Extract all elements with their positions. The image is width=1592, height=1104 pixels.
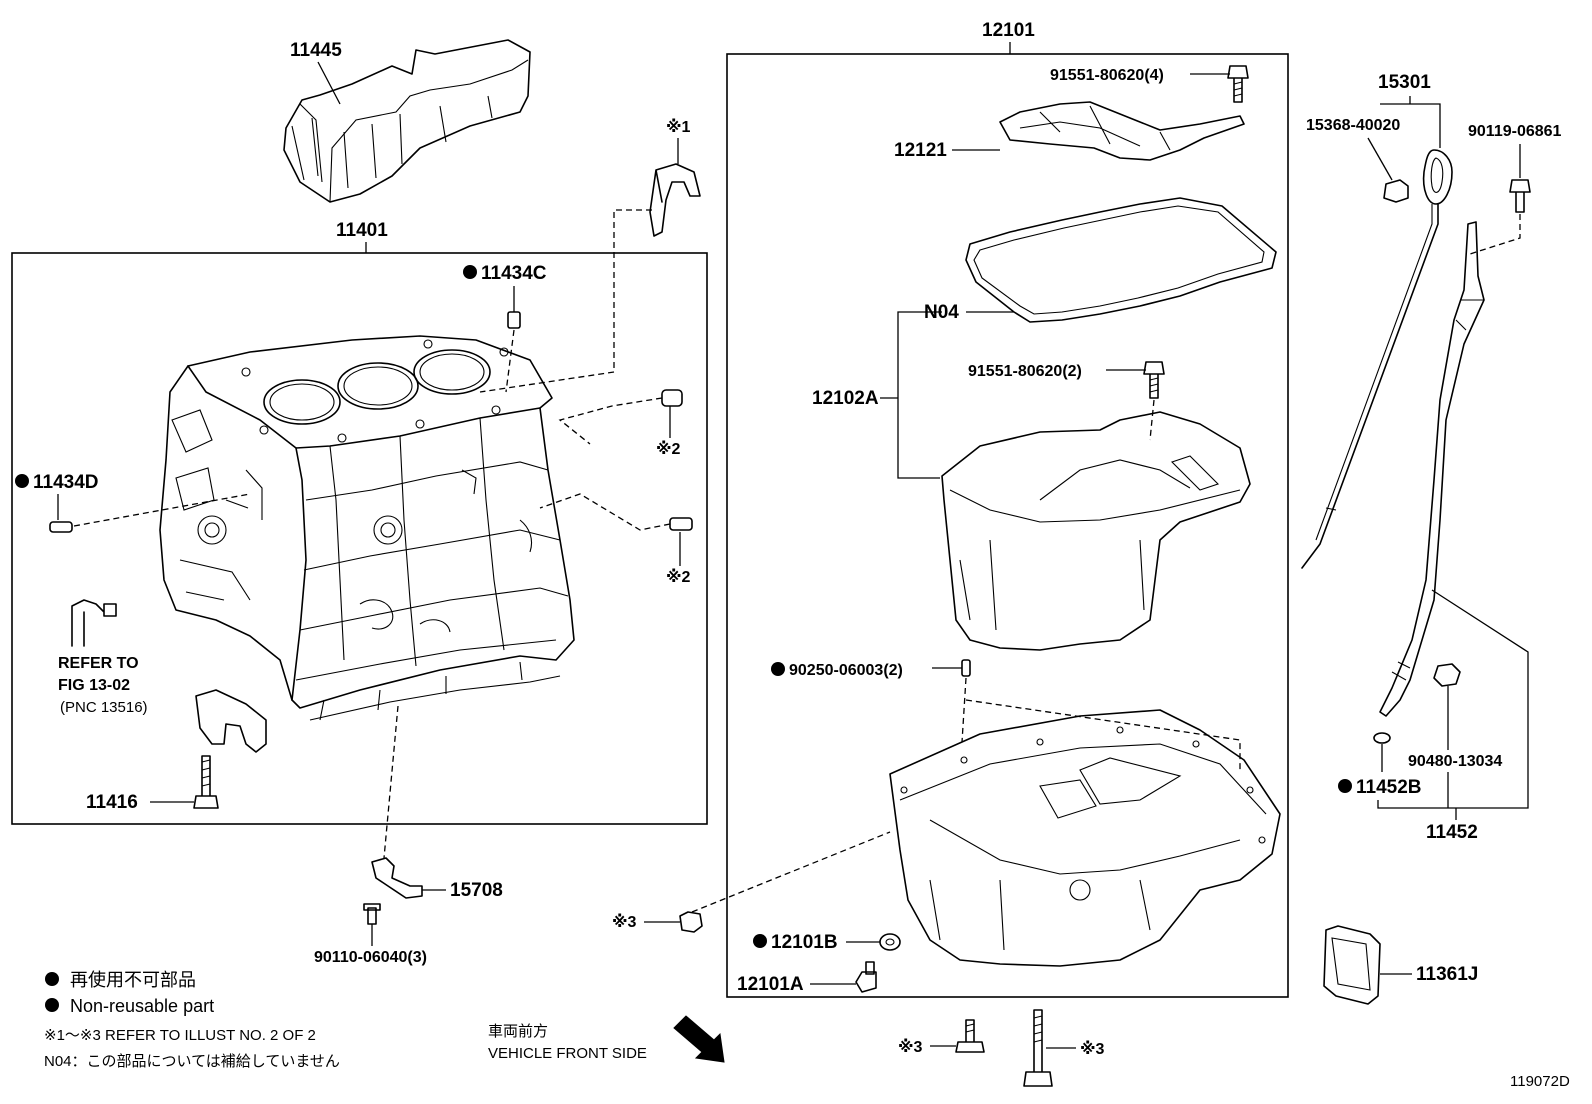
callout-12121: 12121 — [894, 140, 947, 161]
callout-11452B: 11452B — [1356, 777, 1422, 798]
part-90480-grommet[interactable] — [1433, 663, 1461, 687]
part-15368-cap[interactable] — [1383, 179, 1409, 203]
group-box-11401 — [11, 252, 708, 825]
legend-n04-note: N04：この部品については補給していません — [44, 1053, 340, 1070]
dash-ref2-upper — [558, 397, 663, 445]
nonreusable-dot-90250 — [771, 662, 785, 676]
part-dowel-ref2-lower[interactable] — [669, 517, 693, 531]
callout-15368: 15368-40020 — [1306, 117, 1400, 134]
callout-12101: 12101 — [982, 20, 1035, 41]
part-11434D-pin[interactable] — [49, 521, 73, 533]
callout-15708: 15708 — [450, 880, 503, 901]
ref-mark-3-bolt-long: ※3 — [1080, 1040, 1105, 1058]
part-bearing-cap-lower[interactable] — [195, 689, 267, 753]
part-11401-cylinder-block[interactable] — [159, 335, 575, 721]
group-box-12101 — [726, 53, 1289, 998]
callout-12101B: 12101B — [771, 932, 838, 953]
legend-jp-nonreusable: 再使用不可部品 — [70, 970, 196, 990]
front-side-en: VEHICLE FRONT SIDE — [488, 1045, 647, 1062]
leader-12102A — [880, 311, 942, 479]
part-91551-bolt-2[interactable] — [1143, 361, 1165, 399]
callout-11361J: 11361J — [1416, 964, 1478, 985]
part-bearing-cap-upper[interactable] — [649, 163, 701, 237]
leader-15301 — [1380, 96, 1441, 148]
refer-line3: (PNC 13516) — [60, 699, 148, 716]
callout-11434D: 11434D — [33, 472, 99, 493]
ref-mark-1: ※1 — [666, 118, 691, 136]
callout-11445: 11445 — [290, 40, 342, 61]
leader-11445 — [317, 61, 341, 105]
leader-15368 — [1367, 137, 1393, 181]
ref-mark-3-bolt-short: ※3 — [898, 1038, 923, 1056]
callout-90250: 90250-06003(2) — [789, 662, 903, 679]
part-15301-dipstick[interactable] — [1301, 149, 1453, 569]
part-90250-pin[interactable] — [961, 659, 971, 677]
part-ref3-nut[interactable] — [679, 911, 703, 933]
ref-mark-3-nut: ※3 — [612, 913, 637, 931]
part-ref3-bolt-short[interactable] — [955, 1019, 985, 1053]
front-side-jp: 車両前方 — [488, 1023, 548, 1040]
part-lower-oil-pan[interactable] — [889, 709, 1281, 967]
dash-90119 — [1469, 214, 1521, 255]
part-N04-gasket[interactable] — [965, 197, 1277, 323]
part-11445-cover[interactable] — [283, 39, 531, 203]
legend-refer-illust: ※1～※3 REFER TO ILLUST NO. 2 OF 2 — [44, 1027, 316, 1044]
callout-11416: 11416 — [86, 792, 138, 813]
dash-90250 — [961, 677, 1241, 770]
nonreusable-dot-11434D — [15, 474, 29, 488]
callout-12102A: 12102A — [812, 388, 879, 409]
part-15708-bracket[interactable] — [371, 857, 423, 899]
part-12121-baffle-plate[interactable] — [999, 101, 1245, 161]
part-dipstick-guide-tube[interactable] — [1379, 221, 1485, 717]
dash-91551-2 — [1149, 399, 1155, 441]
callout-11401: 11401 — [336, 220, 388, 241]
diagram-id: 119072D — [1510, 1073, 1570, 1090]
ref-mark-2-lower: ※2 — [666, 568, 691, 586]
callout-91551-2: 91551-80620(2) — [968, 363, 1082, 380]
nonreusable-dot-12101B — [753, 934, 767, 948]
legend-dot-en — [45, 998, 59, 1012]
callout-90110: 90110-06040(3) — [314, 949, 427, 966]
callout-11434C: 11434C — [481, 263, 547, 284]
part-11361J-plug[interactable] — [1323, 925, 1381, 1005]
part-91551-bolt-4[interactable] — [1227, 65, 1249, 103]
callout-11452: 11452 — [1426, 822, 1478, 843]
part-dowel-ref2-upper[interactable] — [661, 389, 683, 407]
leader-11452B — [1377, 589, 1529, 809]
part-11452B-oring[interactable] — [1373, 732, 1391, 744]
dash-11434C — [505, 329, 515, 393]
part-11434C-pin[interactable] — [507, 311, 521, 329]
front-direction-arrow-icon — [673, 1015, 725, 1063]
part-90110-bolt[interactable] — [363, 903, 381, 925]
nonreusable-dot-11434C — [463, 265, 477, 279]
part-11416-bolt[interactable] — [193, 755, 219, 809]
part-12101A-drain-plug[interactable] — [855, 961, 877, 993]
part-90119-bolt[interactable] — [1509, 179, 1531, 213]
part-hose-fig13-02[interactable] — [71, 599, 117, 647]
dash-15708 — [383, 705, 399, 859]
refer-line1: REFER TO — [58, 655, 139, 672]
callout-15301: 15301 — [1378, 72, 1431, 93]
dash-ref2-lower — [539, 493, 671, 531]
nonreusable-dot-11452B — [1338, 779, 1352, 793]
legend-en-nonreusable: Non-reusable part — [70, 996, 214, 1016]
dash-ref1 — [479, 209, 652, 393]
callout-90480: 90480-13034 — [1408, 753, 1502, 770]
refer-line2: FIG 13-02 — [58, 677, 130, 694]
part-ref3-bolt-long[interactable] — [1023, 1009, 1053, 1087]
part-12101B-washer[interactable] — [879, 933, 901, 951]
callout-12101A: 12101A — [737, 974, 804, 995]
dash-ref3-nut — [691, 831, 891, 913]
part-12102A-upper-oil-pan[interactable] — [941, 411, 1251, 651]
callout-90119: 90119-06861 — [1468, 123, 1562, 140]
ref-mark-2-upper: ※2 — [656, 440, 681, 458]
callout-91551-4: 91551-80620(4) — [1050, 67, 1164, 84]
legend-dot-jp — [45, 972, 59, 986]
